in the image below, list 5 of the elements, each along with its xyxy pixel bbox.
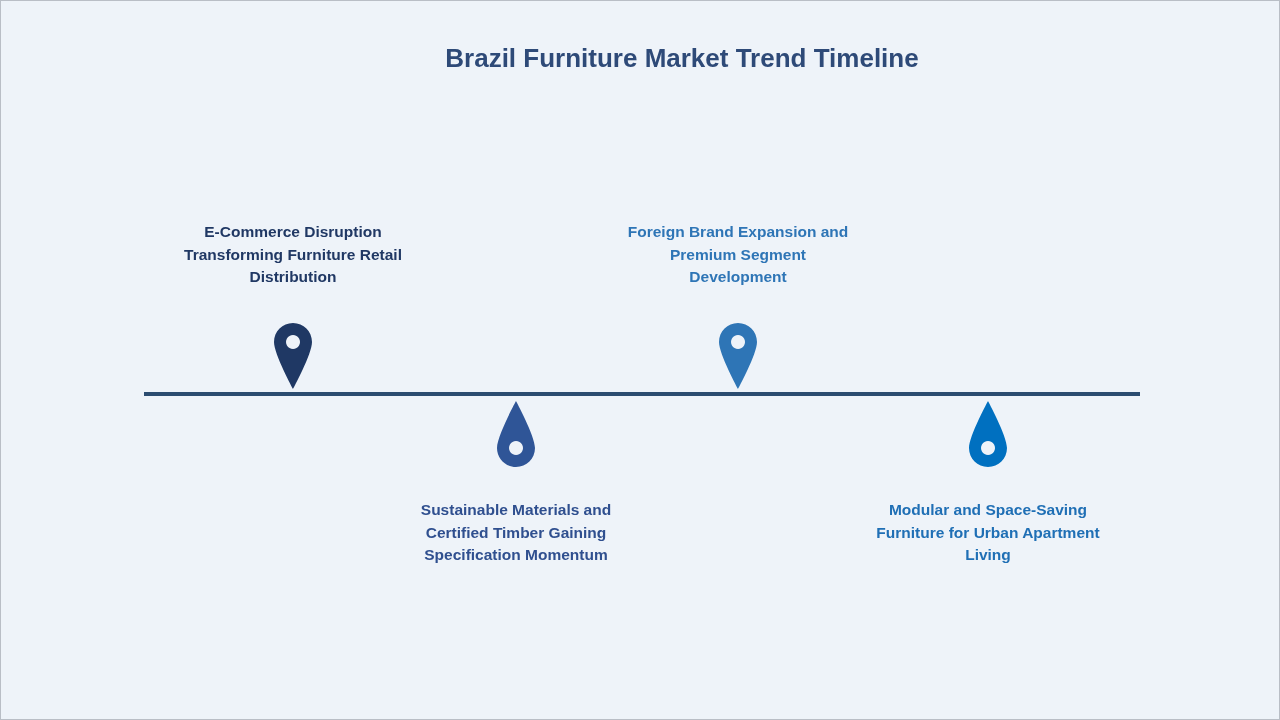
milestone-label: Foreign Brand Expansion and Premium Segment Development <box>626 222 850 287</box>
milestone-label: Modular and Space-Saving Furniture for Urban Apartment Living <box>875 500 1101 565</box>
title: Brazil Furniture Market Trend Timeline <box>444 43 920 74</box>
milestone-label: Sustainable Materials and Certified Timber Gaining Specification Momentum <box>419 500 613 565</box>
milestone-label: E-Commerce Disruption Transforming Furniture Retail Distribution <box>183 222 403 287</box>
